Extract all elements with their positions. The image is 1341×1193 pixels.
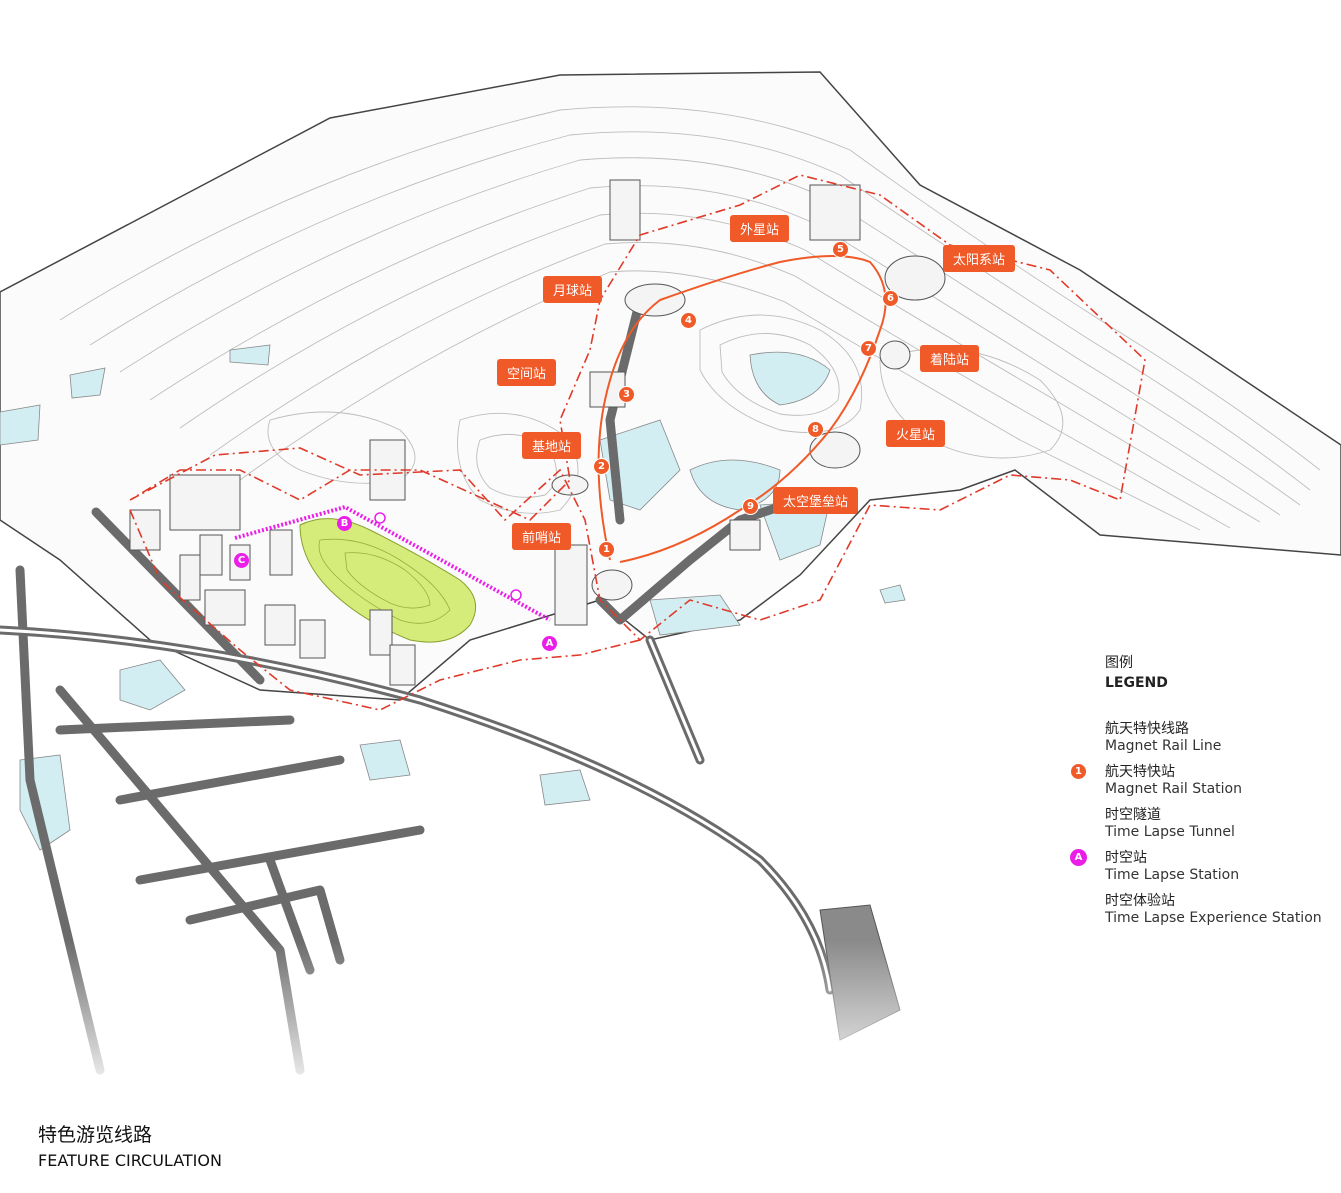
green-area — [299, 518, 477, 643]
legend-item-en: Time Lapse Tunnel — [1105, 824, 1235, 840]
legend-item-en: Time Lapse Station — [1105, 867, 1240, 883]
legend-item-en: Magnet Rail Station — [1105, 781, 1242, 797]
rail-station-marker-2: 2 — [593, 458, 610, 475]
time-lapse-station-b: B — [337, 516, 352, 531]
legend-item-rail-station: 1 航天特快站 Magnet Rail Station — [1032, 761, 1337, 805]
station-label-qianshao: 前哨站 — [512, 523, 572, 550]
legend-item-rail-line: 航天特快线路 Magnet Rail Line — [1032, 718, 1337, 762]
station-label-waixing: 外星站 — [730, 215, 790, 242]
rail-station-marker-9: 9 — [742, 498, 759, 515]
legend-item-time-lapse-station: A 时空站 Time Lapse Station — [1032, 847, 1337, 891]
station-label-kongjian: 空间站 — [497, 359, 557, 386]
magnet-rail-line — [597, 255, 887, 563]
legend-title-cn: 图例 — [1105, 655, 1133, 671]
rail-station-marker-8: 8 — [807, 421, 824, 438]
time-lapse-station-a: A — [542, 636, 557, 651]
rail-station-marker-3: 3 — [618, 386, 635, 403]
page-title-cn: 特色游览线路 — [38, 1124, 153, 1146]
rail-station-marker-5: 5 — [832, 241, 849, 258]
rail-station-marker-4: 4 — [680, 312, 697, 329]
station-label-huoxing: 火星站 — [886, 420, 946, 447]
site-boundary — [129, 174, 1146, 642]
legend-item-cn: 航天特快线路 — [1105, 721, 1189, 737]
legend-rail-station-icon: 1 — [1070, 763, 1087, 780]
legend-item-cn: 航天特快站 — [1105, 764, 1175, 780]
rail-station-marker-1: 1 — [598, 541, 615, 558]
green-contours — [318, 538, 451, 624]
legend-item-cn: 时空体验站 — [1105, 893, 1175, 909]
station-label-taiyangxi: 太阳系站 — [943, 245, 1016, 272]
station-label-taikong: 太空堡垒站 — [773, 487, 859, 514]
legend-item-cn: 时空站 — [1105, 850, 1147, 866]
legend-item-en: Magnet Rail Line — [1105, 738, 1222, 754]
station-label-yueqiu: 月球站 — [543, 276, 603, 303]
time-lapse-experience-stations — [374, 512, 522, 601]
legend-item-experience-station: 时空体验站 Time Lapse Experience Station — [1032, 890, 1337, 934]
legend-item-en: Time Lapse Experience Station — [1105, 910, 1322, 926]
station-label-jidi: 基地站 — [522, 432, 582, 459]
footer-backdrop — [0, 1100, 1341, 1193]
rail-station-marker-6: 6 — [882, 290, 899, 307]
rail-station-marker-7: 7 — [860, 340, 877, 357]
legend-time-lapse-station-icon: A — [1070, 849, 1087, 866]
time-lapse-station-c: C — [234, 553, 249, 568]
legend-item-cn: 时空隧道 — [1105, 807, 1161, 823]
title-block: 特色游览线路 FEATURE CIRCULATION — [38, 1120, 222, 1170]
legend-title-en: LEGEND — [1105, 675, 1168, 691]
legend-item-tunnel: 时空隧道 Time Lapse Tunnel — [1032, 804, 1337, 848]
page-title-en: FEATURE CIRCULATION — [38, 1151, 222, 1170]
roads-inner — [0, 628, 832, 992]
site-boundary-south — [129, 509, 641, 711]
station-label-zhuolu: 着陆站 — [920, 345, 980, 372]
